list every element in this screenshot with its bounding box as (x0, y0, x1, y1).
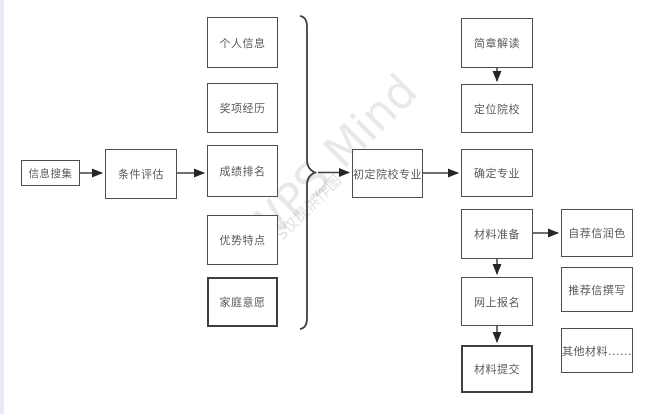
node-strengths[interactable]: 优势特点 (207, 215, 278, 265)
node-grade-rank[interactable]: 成绩排名 (207, 145, 278, 197)
node-rec-letter[interactable]: 推荐信撰写 (561, 267, 633, 312)
node-brochure[interactable]: 简章解读 (461, 18, 533, 68)
node-personal-info[interactable]: 个人信息 (207, 17, 278, 68)
node-locate-school[interactable]: 定位院校 (461, 84, 533, 133)
node-family-wish[interactable]: 家庭意愿 (207, 277, 278, 327)
node-info-collect[interactable]: 信息搜集 (21, 160, 80, 186)
canvas-left-edge (0, 0, 4, 414)
node-online-signup[interactable]: 网上报名 (461, 277, 533, 326)
group-brace (299, 15, 318, 330)
node-award-exp[interactable]: 奖项经历 (207, 83, 278, 133)
node-self-letter[interactable]: 自荐信润色 (561, 209, 633, 257)
node-other-materials[interactable]: 其他材料...... (561, 328, 633, 373)
node-confirm-major[interactable]: 确定专业 (461, 149, 533, 197)
node-material-prep[interactable]: 材料准备 (461, 209, 533, 259)
node-condition-eval[interactable]: 条件评估 (105, 149, 177, 199)
node-initial-school[interactable]: 初定院校专业 (352, 149, 423, 198)
node-material-submit[interactable]: 材料提交 (461, 345, 533, 393)
